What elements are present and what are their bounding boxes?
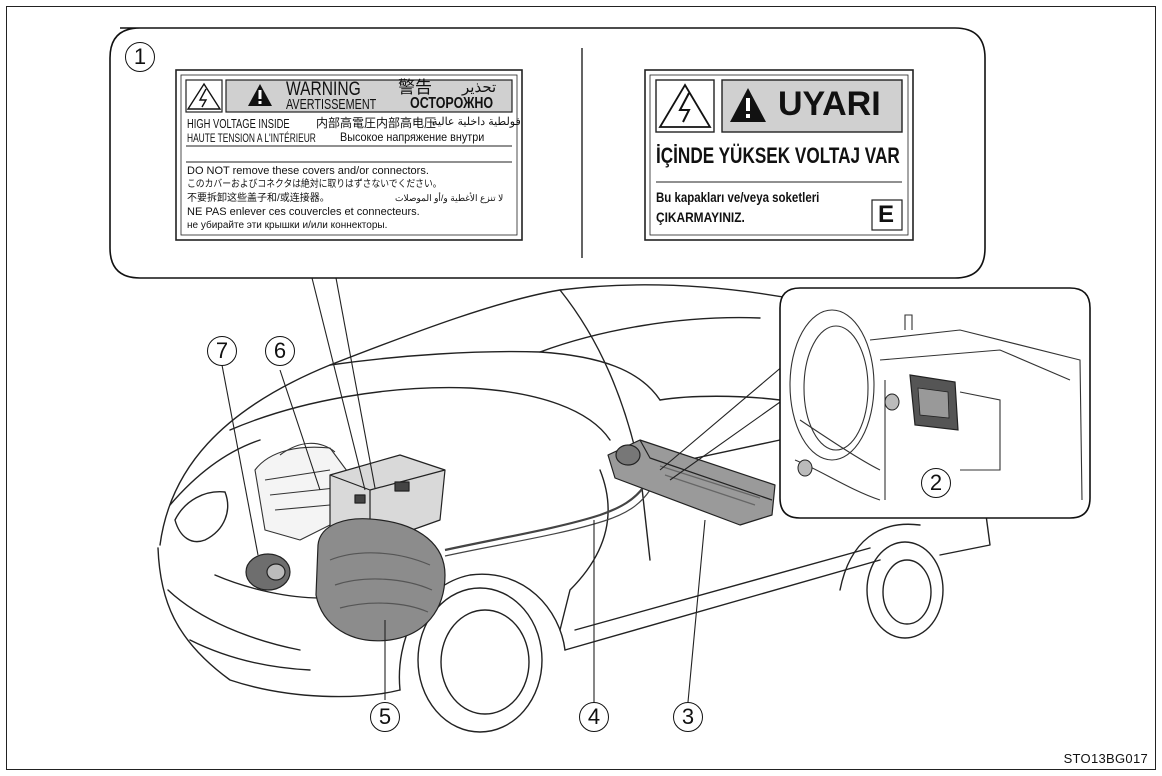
high-voltage-cable (445, 485, 650, 556)
label-hv-en: HIGH VOLTAGE INSIDE (187, 117, 290, 130)
label-do-not-fr: NE PAS enlever ces couvercles et connect… (187, 207, 420, 218)
label-tr-line2: ÇIKARMAYINIZ. (656, 210, 745, 224)
label-hv-cn: 内部高电压 (376, 117, 436, 129)
label-tr-hv: İÇİNDE YÜKSEK VOLTAJ VAR (656, 145, 900, 167)
label-do-not-jp: このカバーおよびコネクタは絶対に取りはずさないでください。 (187, 180, 442, 190)
figure-code: STO13BG017 (1064, 751, 1148, 766)
air-conditioning-compressor (246, 554, 290, 590)
label-tr-line1: Bu kapakları ve/veya soketleri (656, 190, 819, 204)
callout-4: 4 (579, 702, 609, 732)
label-hv-fr: HAUTE TENSION A L'INTÉRIEUR (187, 132, 316, 144)
callout-2: 2 (921, 468, 951, 498)
hybrid-battery (608, 440, 775, 525)
callout-6: 6 (265, 336, 295, 366)
label-do-not-en: DO NOT remove these covers and/or connec… (187, 166, 429, 177)
label-hv-ru: Высокое напряжение внутри (340, 131, 484, 143)
hybrid-transaxle (316, 519, 445, 641)
label-do-not-ru: не убирайте эти крышки и/или коннекторы. (187, 221, 387, 231)
callout-1: 1 (125, 42, 155, 72)
label-do-not-cn: 不要拆卸这些盖子和/或连接器。 (187, 194, 330, 204)
callout-7: 7 (207, 336, 237, 366)
label-tr-warning: UYARI (778, 87, 881, 121)
callout-3: 3 (673, 702, 703, 732)
label-do-not-ar: لا تنزع الأغطية و/أو الموصلات (395, 194, 503, 203)
label-hv-jp: 内部高電圧 (316, 117, 376, 129)
label-warning-ar: تحذير (462, 80, 496, 95)
callout-5: 5 (370, 702, 400, 732)
label-hv-ar: فولطية داخلية عالية (432, 117, 521, 128)
label-warning-ru: ОСТОРОЖНО (410, 96, 493, 112)
label-tr-letter: E (878, 203, 894, 227)
label-warning-fr: AVERTISSEMENT (286, 97, 376, 112)
label-warning-jp: 警告 (398, 79, 432, 96)
